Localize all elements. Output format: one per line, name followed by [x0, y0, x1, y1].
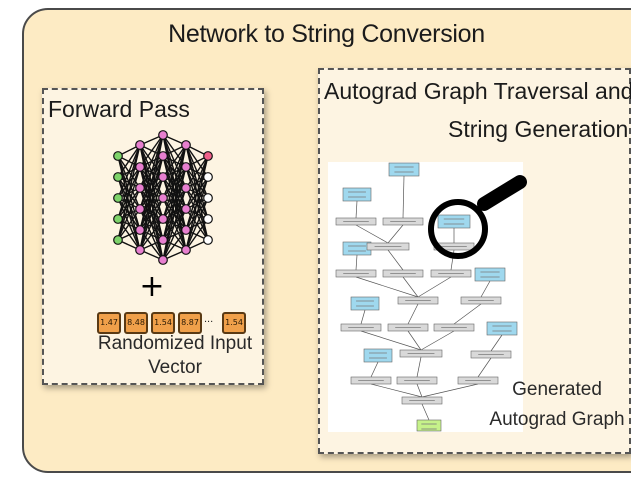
graph-node [437, 214, 471, 229]
neuron [113, 172, 123, 182]
diagram-title: Network to String Conversion [168, 20, 485, 48]
magnifier-icon [428, 175, 527, 259]
neuron [181, 162, 191, 172]
neuron [181, 204, 191, 214]
neuron [135, 183, 145, 193]
neuron [158, 214, 168, 224]
neuron [181, 140, 191, 150]
input-value-chip: 1.47 [97, 312, 121, 334]
neuron [203, 193, 213, 203]
neuron [113, 151, 123, 161]
input-vector-label: Randomized Input Vector [97, 333, 253, 378]
neuron [135, 204, 145, 214]
neural-network-icon [113, 130, 213, 265]
graph-node [350, 296, 380, 311]
graph-node [474, 267, 506, 282]
autograd-graph [335, 162, 518, 432]
graph-node [416, 419, 442, 432]
input-value-chip: 1.54 [222, 312, 246, 334]
graph-node [363, 348, 393, 363]
neuron [158, 130, 168, 140]
neuron [113, 235, 123, 245]
traversal-title-line2: String Generation [448, 116, 629, 142]
graph-node [388, 162, 420, 177]
neuron [181, 183, 191, 193]
neuron [135, 162, 145, 172]
neuron [113, 214, 123, 224]
plus-sign: + [139, 269, 164, 304]
neuron [203, 172, 213, 182]
neuron [203, 235, 213, 245]
neuron [203, 151, 213, 161]
neuron [158, 151, 168, 161]
neuron [113, 193, 123, 203]
input-ellipsis: ... [204, 313, 214, 325]
neuron [135, 225, 145, 235]
input-value-chip: 1.54 [151, 312, 175, 334]
graph-node [342, 187, 372, 202]
neuron [158, 255, 168, 265]
neuron [135, 245, 145, 255]
input-value-chip: 8.48 [124, 312, 148, 334]
neuron [181, 245, 191, 255]
neuron [158, 193, 168, 203]
neuron [135, 140, 145, 150]
neuron [181, 225, 191, 235]
neuron [203, 214, 213, 224]
traversal-title-line1: Autograd Graph Traversal and [324, 78, 631, 104]
forward-pass-title: Forward Pass [48, 96, 190, 122]
input-value-chip: 8.87 [178, 312, 202, 334]
neuron [158, 235, 168, 245]
graph-node [486, 321, 518, 336]
generated-graph-label: Generated Autograd Graph [489, 379, 625, 430]
neuron [158, 172, 168, 182]
